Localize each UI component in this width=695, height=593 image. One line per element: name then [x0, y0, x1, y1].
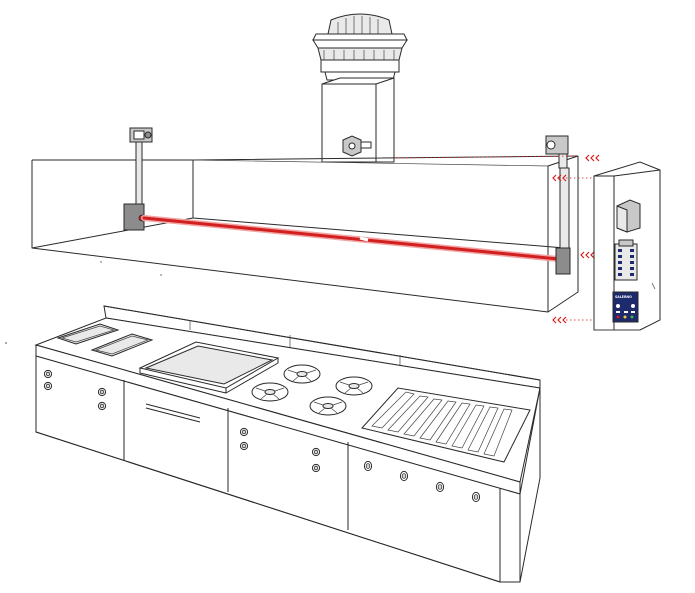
burner-front-left — [251, 382, 289, 402]
emitter-left — [123, 127, 153, 231]
burner-front-right — [309, 396, 347, 416]
stray-dot — [5, 342, 7, 344]
receiver-right — [545, 135, 571, 275]
signal-arrows-top — [393, 154, 600, 162]
duct-sensor — [342, 135, 372, 157]
burner-back-left — [283, 364, 321, 384]
sink-right — [90, 333, 154, 357]
sink-left — [56, 323, 120, 345]
relay-module — [616, 199, 641, 233]
griddle — [138, 341, 280, 394]
control-knobs — [43, 369, 481, 503]
char-grill — [361, 387, 531, 463]
exhaust-duct — [321, 77, 395, 163]
exhaust-fan — [312, 13, 408, 81]
burner-back-right — [335, 376, 373, 396]
control-panel: SALERNO — [612, 291, 639, 323]
laser-beam — [141, 215, 561, 262]
panel-brand-label: SALERNO — [615, 295, 632, 299]
power-cable — [651, 282, 656, 290]
terminal-strip — [614, 239, 638, 281]
signal-arrows-low — [580, 251, 595, 259]
signal-arrows-bottom — [552, 316, 598, 324]
oven-handle — [145, 403, 201, 423]
